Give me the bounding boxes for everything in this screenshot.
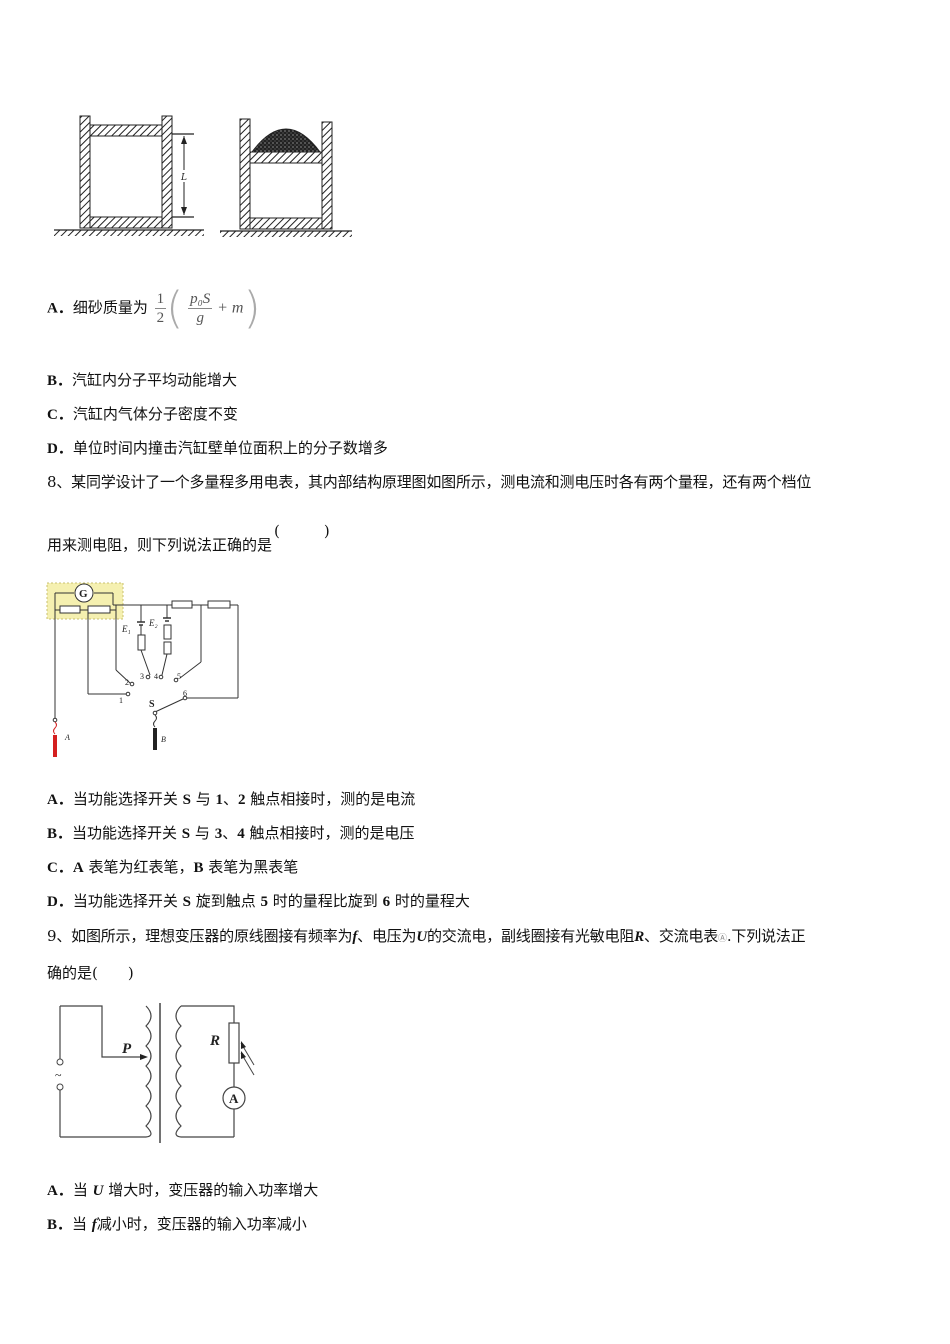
svg-text:E₂: E₂ [148,618,158,628]
q7-option-c: C．汽缸内气体分子密度不变 [47,405,238,423]
svg-text:3: 3 [140,672,144,681]
transformer-circuit-figure: P ~ R A [44,995,264,1145]
svg-text:1: 1 [119,696,123,705]
formula-paren-open: ( [166,282,184,334]
svg-text:~: ~ [55,1068,62,1082]
svg-text:6: 6 [183,689,187,698]
svg-text:A: A [229,1091,239,1106]
option-text: 细砂质量为 [72,298,148,317]
svg-text:4: 4 [154,672,158,681]
q9-option-b: B．当 f减小时，变压器的输入功率减小 [47,1215,307,1233]
svg-text:S: S [149,699,155,710]
formula-half: 1 2 [154,291,167,326]
multimeter-circuit-figure: G E₁ E₂ [44,580,244,760]
svg-text:B: B [161,735,166,744]
svg-text:2: 2 [125,678,129,687]
q8-option-d: D．当功能选择开关 S 旋到触点 5 时的量程比旋到 6 时的量程大 [47,892,470,910]
option-letter: A． [47,300,73,317]
svg-text:E₁: E₁ [121,624,131,634]
q9-stem-line2: 确的是() [47,964,134,982]
svg-text:A: A [64,733,70,742]
formula-tail: + m [217,299,244,317]
svg-text:P: P [122,1041,132,1057]
q7-option-d: D．单位时间内撞击汽缸壁单位面积上的分子数增多 [47,439,388,457]
q7-option-b: B．汽缸内分子平均动能增大 [47,371,238,389]
q7-option-a: A．细砂质量为 1 2 ( p₀S g + m) [47,286,261,330]
formula-inner-fraction: p₀S g [188,291,213,326]
formula-paren-close: ) [243,282,261,334]
q8-stem-line2: 用来测电阻，则下列说法正确的是() [47,522,330,554]
q9-option-a: A．当 U 增大时，变压器的输入功率增大 [47,1181,319,1199]
q9-stem-line1: 9、如图所示，理想变压器的原线圈接有频率为f、电压为U的交流电，副线圈接有光敏电… [47,927,806,945]
svg-text:L: L [180,173,187,183]
svg-text:5: 5 [177,672,181,681]
q8-option-b: B．当功能选择开关 S 与 3、4 触点相接时，测的是电压 [47,824,415,842]
svg-text:R: R [209,1033,220,1049]
galvanometer-label: G [79,588,88,600]
q8-option-c: C．A 表笔为红表笔，B 表笔为黑表笔 [47,858,299,876]
q8-option-a: A．当功能选择开关 S 与 1、2 触点相接时，测的是电流 [47,790,416,808]
q8-stem-line1: 8、某同学设计了一个多量程多用电表，其内部结构原理图如图所示，测电流和测电压时各… [47,473,812,491]
answer-bracket: () [274,522,330,540]
cylinder-figure: L [52,110,362,245]
ammeter-symbol-icon: Ⓐ [718,934,727,944]
